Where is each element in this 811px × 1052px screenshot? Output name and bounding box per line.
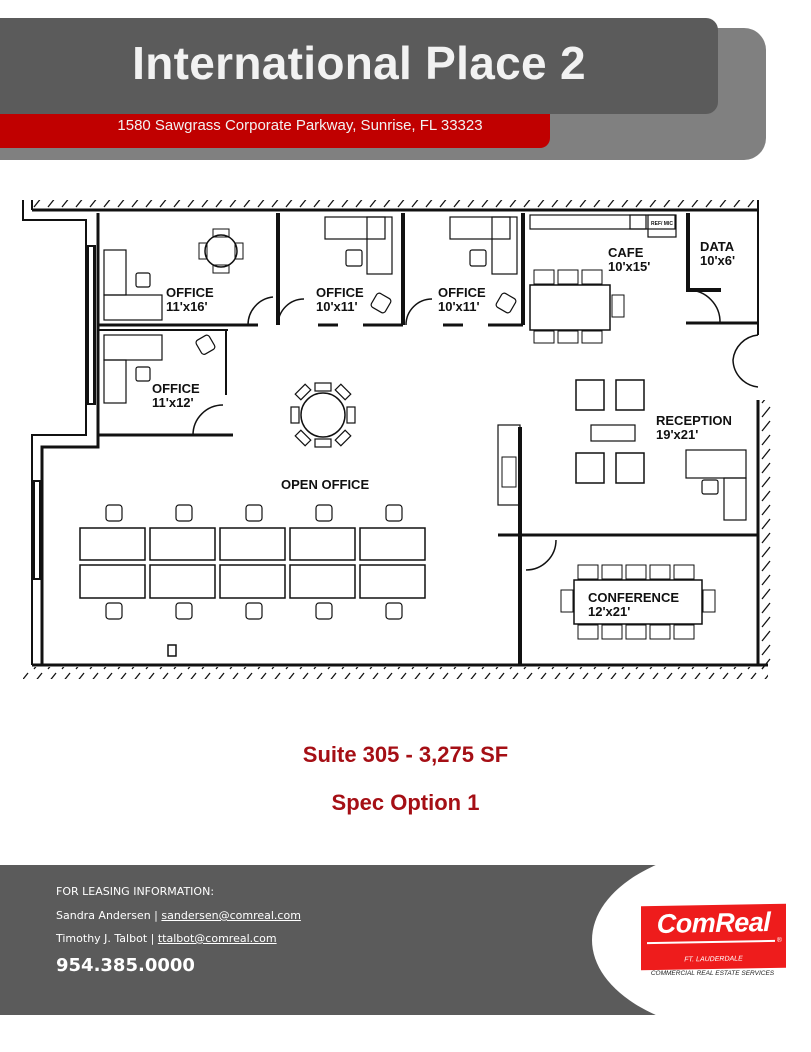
- room-size-reception: 19'x21': [656, 427, 698, 442]
- room-label-office-3: OFFICE: [438, 285, 486, 300]
- phone-number: 954.385.0000: [56, 955, 195, 976]
- room-size-cafe: 10'x15': [608, 259, 650, 274]
- logo-name: ComReal: [656, 907, 771, 939]
- contact-1-email-link[interactable]: sandersen@comreal.com: [161, 909, 301, 922]
- spec-option: Spec Option 1: [331, 790, 480, 815]
- contact-2: Timothy J. Talbot | ttalbot@comreal.com: [56, 932, 277, 945]
- contact-2-name: Timothy J. Talbot: [56, 932, 148, 945]
- contact-1-separator: |: [150, 909, 162, 922]
- room-size-office-1: 11'x16': [166, 299, 208, 314]
- room-label-data: DATA: [700, 239, 735, 254]
- contact-1-name: Sandra Andersen: [56, 909, 151, 922]
- room-size-office-3: 10'x11': [438, 299, 480, 314]
- appliance-label-ref-mic: REF/ MIC: [651, 221, 673, 227]
- room-label-office-1: OFFICE: [166, 285, 214, 300]
- contact-2-email-link[interactable]: ttalbot@comreal.com: [157, 932, 277, 945]
- property-address: 1580 Sawgrass Corporate Parkway, Sunrise…: [117, 117, 483, 134]
- room-label-office-4: OFFICE: [152, 381, 200, 396]
- contact-2-separator: |: [147, 932, 158, 945]
- room-label-cafe: CAFE: [608, 245, 644, 260]
- contact-1: Sandra Andersen | sandersen@comreal.com: [56, 909, 301, 922]
- room-size-office-4: 11'x12': [152, 395, 194, 410]
- header-address-bar: [0, 108, 550, 148]
- room-size-office-2: 10'x11': [316, 299, 358, 314]
- room-label-reception: RECEPTION: [656, 413, 732, 428]
- logo-tagline: COMMERCIAL REAL ESTATE SERVICES: [650, 970, 775, 977]
- page-title: International Place 2: [132, 37, 586, 89]
- logo-underline: [647, 939, 775, 945]
- header-title-panel: [0, 18, 718, 114]
- room-label-open-office: OPEN OFFICE: [281, 477, 369, 492]
- comreal-logo: ComReal ® FT. LAUDERDALE: [641, 903, 786, 971]
- registered-mark: ®: [776, 936, 782, 944]
- room-size-data: 10'x6': [700, 253, 735, 268]
- leasing-heading: FOR LEASING INFORMATION:: [56, 885, 215, 898]
- room-size-conference: 12'x21': [588, 604, 630, 619]
- suite-size: Suite 305 - 3,275 SF: [302, 742, 509, 767]
- footer-contact-bar: FOR LEASING INFORMATION: Sandra Andersen…: [0, 865, 811, 1015]
- floor-plan: OFFICE 11'x16' OFFICE 10'x11' OFFICE 10'…: [22, 200, 772, 679]
- room-label-office-2: OFFICE: [316, 285, 364, 300]
- logo-city: FT. LAUDERDALE: [684, 955, 743, 964]
- room-label-conference: CONFERENCE: [588, 590, 679, 605]
